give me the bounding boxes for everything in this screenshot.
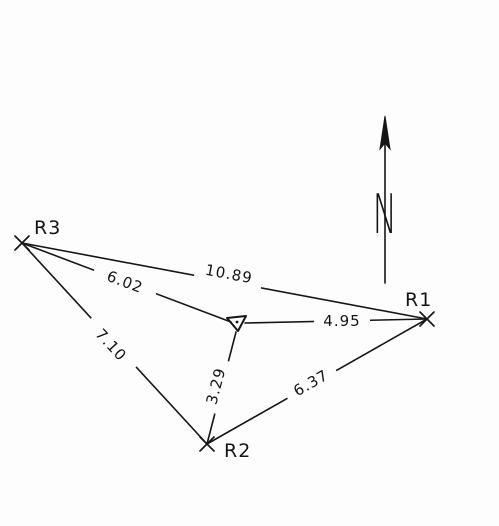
point-label-r2: R2 — [224, 440, 251, 462]
cross-icon-r3 — [14, 235, 30, 251]
point-label-r1: R1 — [405, 289, 432, 311]
north-arrow-icon — [379, 115, 391, 284]
triangle-station-icon — [226, 315, 247, 332]
north-label: N — [373, 184, 398, 246]
cross-icon-r1 — [419, 311, 435, 327]
cross-icon-r2 — [199, 436, 215, 452]
distance-label-station-r1: 4.95 — [323, 312, 360, 330]
point-label-r3: R3 — [34, 217, 61, 239]
